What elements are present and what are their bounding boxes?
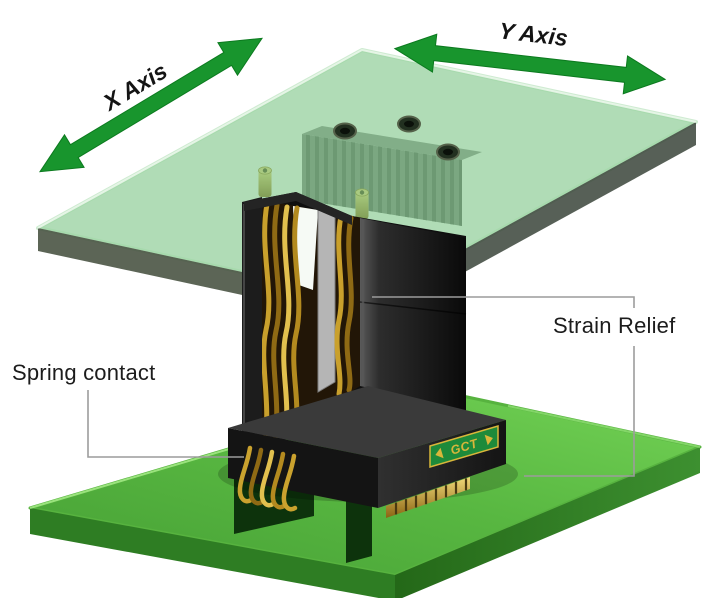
screw-hole-1 [333,122,357,140]
leader-lines [87,296,635,477]
x-axis-arrow-shape [38,37,264,173]
bottom-pcb-front-edge-right [395,447,700,598]
contact-tail [248,447,265,506]
spring-contact-strands [261,201,354,447]
smt-pin-separators [394,478,468,515]
connector-base-top [228,386,506,458]
spring-contact-leader-line [87,390,244,458]
y-axis-arrow-shape [393,33,667,95]
badge-chevron-left [435,447,444,459]
contact-tail [259,449,276,508]
spring-contact-tails [237,445,298,512]
contact-tail [237,445,254,504]
contact-strand [344,215,354,393]
cut-plastic-face [317,209,336,393]
screw-hole-3 [436,143,460,161]
connector-cutaway: GCT [228,192,506,518]
strain-relief-leader-line-bottom [524,346,635,477]
contact-tail [281,453,298,512]
badge-plate [429,424,499,469]
contact-strand [334,213,344,397]
contact-strand [261,201,272,447]
connector-tower-seam [359,301,467,315]
top-pcb-rim-highlight [37,48,697,229]
screw-hole-2 [397,115,421,133]
badge-chevron-right [484,434,493,446]
screw-hole-1-bore [340,127,350,135]
bottom-pcb-edge-highlight-right [507,405,701,448]
connector-top-cap [244,192,352,225]
strain-relief-leader-line-top [372,296,635,308]
connector-left-wall [242,197,262,464]
contact-strand [291,205,302,429]
contact-strand [271,202,282,441]
connector-base-front-left [228,428,378,508]
contact-strand [281,204,292,435]
bottom-pcb-edge-highlight-left [29,443,247,509]
spring-contact-label: Spring contact [12,360,156,385]
connector-tower [360,218,466,410]
y-axis-label: Y Axis [498,17,570,51]
screw-hole-2-bore [404,120,414,128]
gct-logo-badge: GCT [429,424,499,469]
contact-tail [270,451,287,510]
see-through-gap [293,206,318,290]
smt-pin-comb [386,477,470,518]
strain-relief-label: Strain Relief [553,313,676,338]
screw-hole-3-bore [443,148,453,156]
y-axis-arrow: Y Axis [393,17,667,95]
bottom-pcb-front-edge-left [30,508,395,598]
